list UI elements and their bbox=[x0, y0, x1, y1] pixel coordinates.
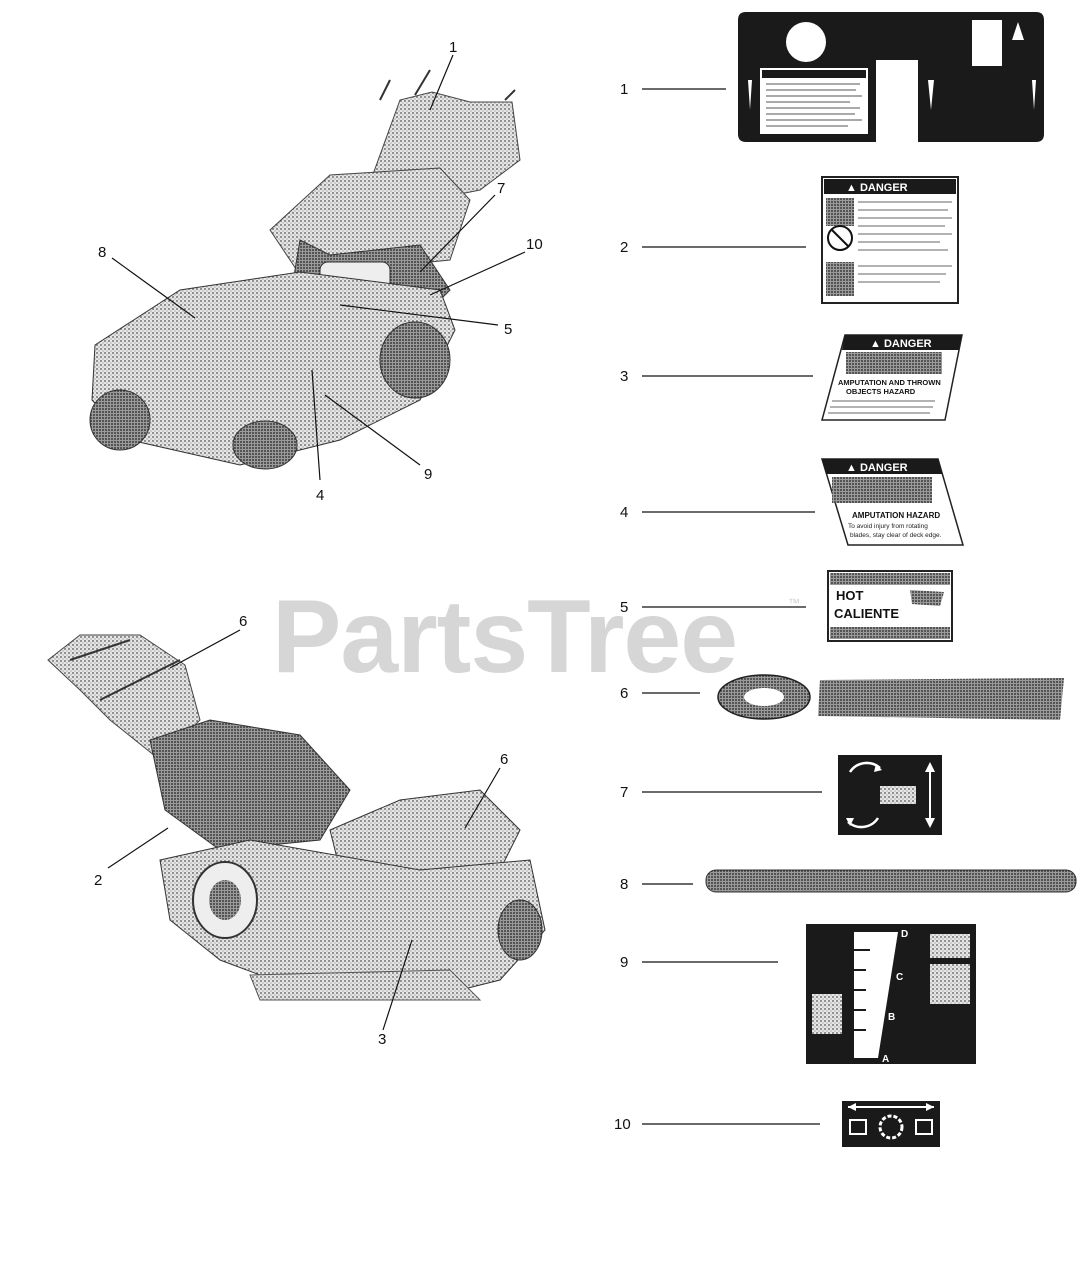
decal-2-danger-fire: ▲ DANGER bbox=[821, 176, 959, 304]
watermark-brand: PartsTree bbox=[272, 579, 738, 695]
callout-top-4: 4 bbox=[316, 487, 324, 504]
decal-5-hot-surface: HOT CALIENTE bbox=[827, 570, 953, 642]
callout-top-7: 7 bbox=[497, 180, 505, 197]
callout-top-1: 1 bbox=[449, 39, 457, 56]
decal-number-5: 5 bbox=[620, 599, 628, 616]
decal-number-3: 3 bbox=[620, 368, 628, 385]
decal-4-line3: blades, stay clear of deck edge. bbox=[850, 532, 942, 539]
decal-4-header: ▲ DANGER bbox=[846, 462, 908, 474]
decal-3-header: ▲ DANGER bbox=[870, 338, 932, 350]
callout-top-8: 8 bbox=[98, 244, 106, 261]
decal-4-danger-amputation: ▲ DANGER AMPUTATION HAZARD To avoid inju… bbox=[820, 458, 964, 546]
decal-leaders bbox=[642, 88, 822, 1125]
decal-number-6: 6 bbox=[620, 685, 628, 702]
decal-9-c: C bbox=[896, 972, 903, 983]
mower-top-illustration bbox=[89, 69, 521, 470]
decal-9-height-chart: D C B A bbox=[806, 924, 976, 1065]
callout-top-10: 10 bbox=[526, 236, 543, 253]
callout-top-5: 5 bbox=[504, 321, 512, 338]
decal-10-drive-control bbox=[842, 1101, 940, 1147]
decal-4-line1: AMPUTATION HAZARD bbox=[852, 511, 940, 520]
decal-2-header: ▲ DANGER bbox=[846, 182, 908, 194]
mower-bottom-illustration bbox=[47, 634, 546, 1001]
callout-bottom-6b: 6 bbox=[500, 751, 508, 768]
decal-5-caliente: CALIENTE bbox=[834, 606, 899, 621]
decal-3-danger-thrown-objects: ▲ DANGER AMPUTATION AND THROWN OBJECTS H… bbox=[821, 334, 963, 421]
decal-4-line2: To avoid injury from rotating bbox=[848, 523, 928, 530]
decal-3-line2: OBJECTS HAZARD bbox=[846, 387, 916, 396]
mower-top-leaders bbox=[111, 54, 526, 481]
decal-6-logo bbox=[717, 674, 1064, 720]
decal-number-7: 7 bbox=[620, 784, 628, 801]
decal-7-height-adjust bbox=[838, 755, 942, 835]
decal-5-hot: HOT bbox=[836, 588, 864, 603]
decal-9-b: B bbox=[888, 1012, 895, 1023]
decal-number-2: 2 bbox=[620, 239, 628, 256]
decal-9-d: D bbox=[901, 929, 908, 940]
callout-bottom-6a: 6 bbox=[239, 613, 247, 630]
decal-number-1: 1 bbox=[620, 81, 628, 98]
callout-bottom-2: 2 bbox=[94, 872, 102, 889]
decal-number-10: 10 bbox=[614, 1116, 631, 1133]
decal-9-a: A bbox=[882, 1054, 889, 1065]
decal-number-8: 8 bbox=[620, 876, 628, 893]
decal-3-line1: AMPUTATION AND THROWN bbox=[838, 378, 941, 387]
callout-top-9: 9 bbox=[424, 466, 432, 483]
decal-number-9: 9 bbox=[620, 954, 628, 971]
decal-number-4: 4 bbox=[620, 504, 628, 521]
mower-bottom-leaders bbox=[107, 629, 501, 1031]
decal-1-control-panel bbox=[738, 12, 1044, 142]
decal-8-strip bbox=[705, 869, 1077, 893]
callout-bottom-3: 3 bbox=[378, 1031, 386, 1048]
